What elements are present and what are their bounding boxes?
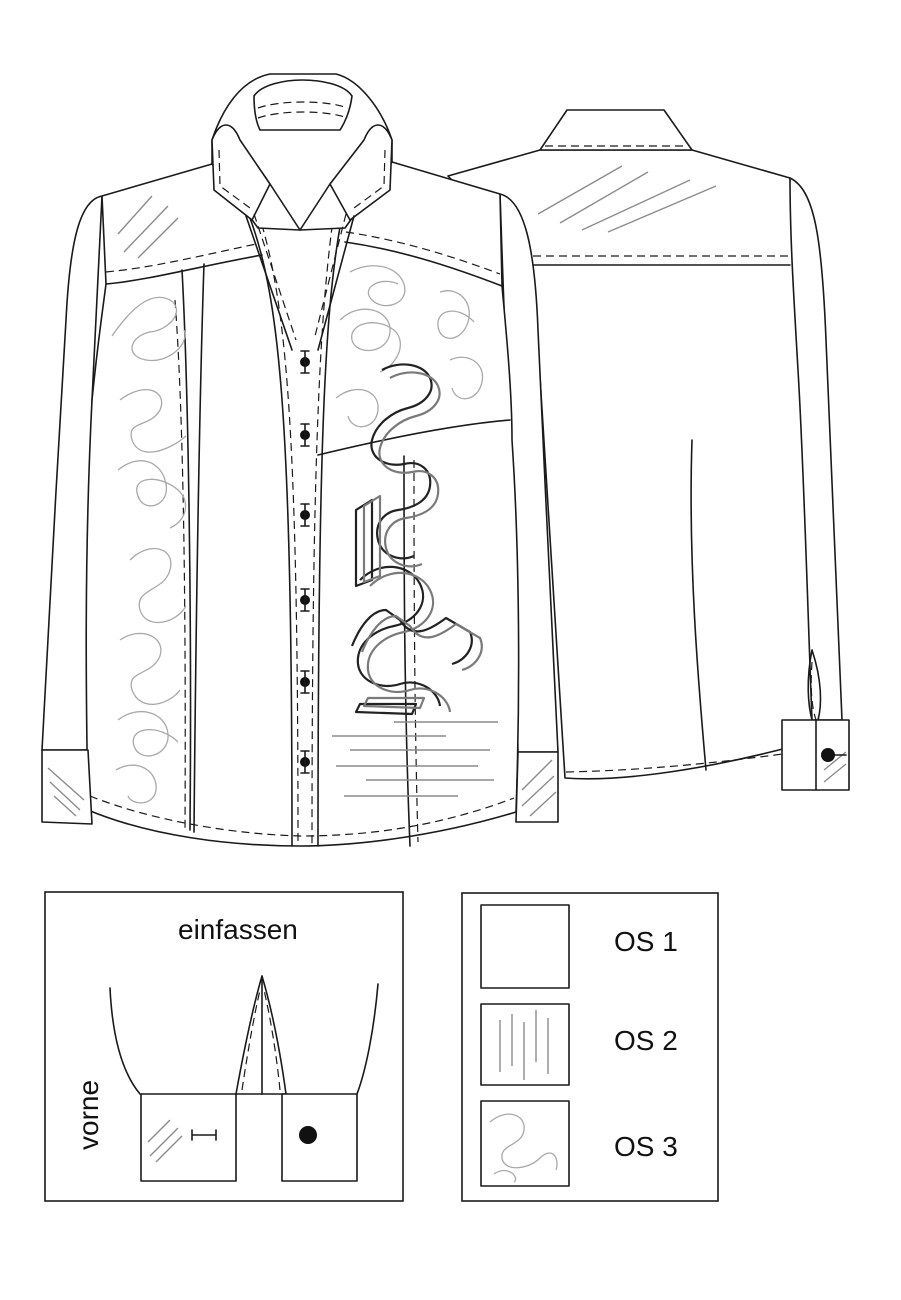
button bbox=[300, 503, 310, 527]
front-collar-right-wing bbox=[329, 124, 393, 221]
legend-label-os2: OS 2 bbox=[614, 1025, 678, 1056]
fabric-legend: OS 1 OS 2 OS 3 bbox=[461, 892, 719, 1202]
detail-title: einfassen bbox=[178, 914, 298, 945]
front-yoke-hatch bbox=[117, 195, 179, 259]
front-right-diagonal-seam bbox=[317, 419, 511, 456]
front-collar-left-wing bbox=[211, 124, 271, 221]
detail-button bbox=[299, 1126, 317, 1144]
back-yoke-hatch bbox=[537, 165, 717, 233]
front-hem-hatch bbox=[332, 721, 498, 797]
front-right-squiggle-texture bbox=[335, 265, 484, 428]
front-left-yoke-seam bbox=[105, 254, 263, 285]
button bbox=[300, 423, 310, 447]
shirt-back-view bbox=[447, 109, 850, 791]
front-left-panel-seam-inner bbox=[193, 263, 205, 833]
button bbox=[300, 750, 310, 774]
front-buttons bbox=[300, 350, 310, 774]
legend-swatch-os1 bbox=[480, 904, 570, 989]
front-left-cuff bbox=[41, 749, 93, 825]
shirt-front-view bbox=[41, 73, 559, 847]
button bbox=[300, 670, 310, 694]
back-sleeve-placket bbox=[807, 649, 822, 721]
back-cuff-button bbox=[821, 748, 835, 762]
legend-swatch-os2 bbox=[480, 1003, 570, 1086]
front-left-panel-seam-outer bbox=[181, 269, 192, 831]
back-collar bbox=[539, 109, 693, 151]
detail-side-label: vorne bbox=[73, 1080, 104, 1150]
front-right-yoke-seam bbox=[344, 241, 503, 287]
front-collar-back bbox=[253, 79, 353, 131]
detail-buttonhole bbox=[191, 1129, 217, 1141]
cuff-detail-panel: einfassen vorne bbox=[44, 891, 404, 1202]
front-right-cuff bbox=[515, 751, 559, 823]
front-left-squiggle-texture bbox=[111, 296, 187, 804]
legend-swatch-os3 bbox=[480, 1100, 570, 1187]
detail-left-cuff bbox=[140, 1093, 237, 1182]
button bbox=[300, 588, 310, 612]
legend-label-os3: OS 3 bbox=[614, 1131, 678, 1162]
legend-label-os1: OS 1 bbox=[614, 926, 678, 957]
button bbox=[300, 350, 310, 374]
detail-right-cuff bbox=[281, 1093, 358, 1182]
back-center-seam bbox=[690, 439, 707, 771]
front-placket-left bbox=[249, 217, 293, 847]
front-right-panel-seam bbox=[403, 455, 411, 847]
front-ribbon-embellishment bbox=[350, 363, 483, 716]
